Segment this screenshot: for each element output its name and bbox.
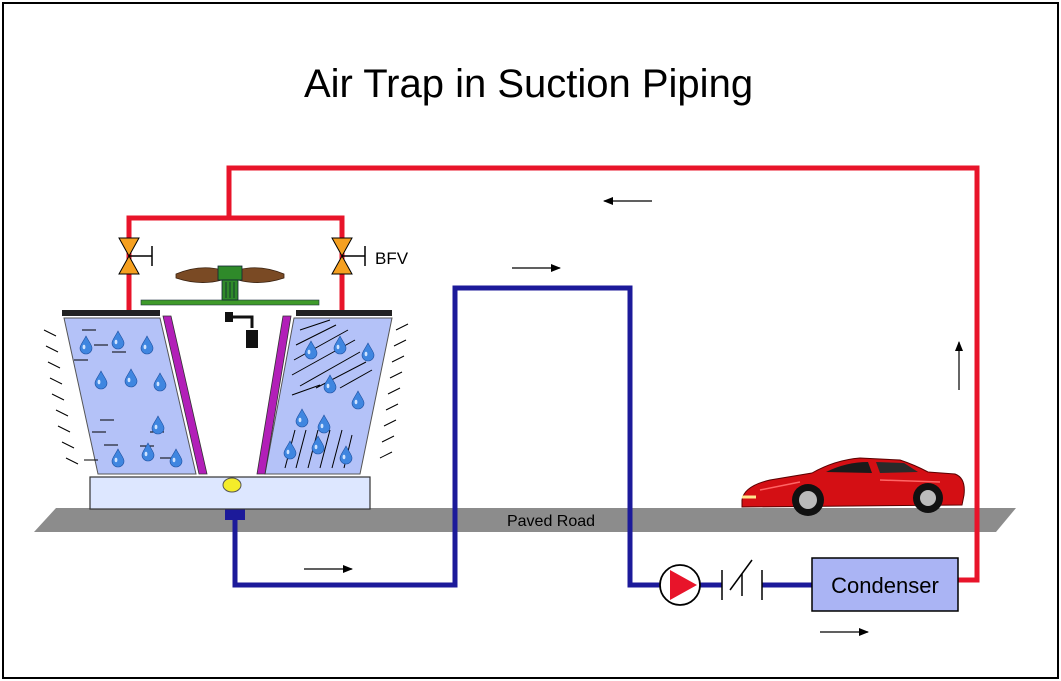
fan-icon <box>140 265 320 348</box>
right-spray-deck <box>296 310 392 316</box>
paved-road <box>34 508 1016 532</box>
flow-arrows <box>304 197 963 636</box>
left-fill-section <box>63 317 197 475</box>
cooling-tower <box>43 265 409 510</box>
bfv-label: BFV <box>375 249 409 268</box>
road-label: Paved Road <box>507 513 595 530</box>
page-title: Air Trap in Suction Piping <box>303 62 754 106</box>
basin-outlet <box>225 508 245 520</box>
check-valve-icon <box>721 559 763 600</box>
right-fill-section <box>264 317 393 475</box>
suction-pipe <box>232 285 812 588</box>
left-spray-deck <box>62 310 160 316</box>
pump-icon <box>659 564 701 606</box>
right-louver <box>256 315 292 475</box>
condenser-label: Condenser <box>831 573 939 598</box>
left-louver <box>162 315 208 475</box>
butterfly-valve-left-icon <box>118 237 153 275</box>
condenser: Condenser <box>811 557 959 612</box>
sports-car-icon <box>741 457 965 516</box>
air-trap-bubble-icon <box>222 477 242 493</box>
butterfly-valve-right-icon <box>331 237 366 275</box>
